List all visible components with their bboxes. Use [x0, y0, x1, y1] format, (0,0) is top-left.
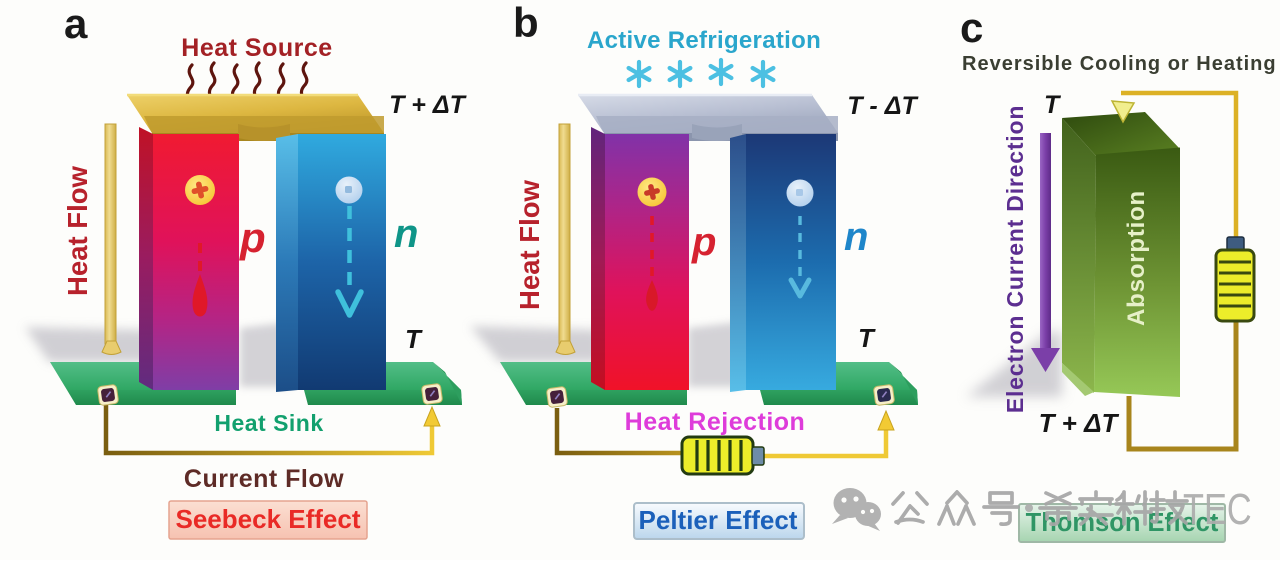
svg-text:b: b — [513, 0, 539, 46]
svg-text:Active Refrigeration: Active Refrigeration — [587, 27, 821, 54]
svg-text:p: p — [239, 214, 266, 261]
svg-text:Heat Sink: Heat Sink — [214, 410, 323, 436]
svg-text:Current Flow: Current Flow — [184, 465, 344, 493]
svg-text:Absorption: Absorption — [1123, 190, 1150, 326]
svg-text:T: T — [405, 324, 423, 354]
svg-text:a: a — [64, 0, 88, 47]
svg-text:T: T — [858, 323, 876, 353]
svg-text:Peltier Effect: Peltier Effect — [639, 505, 798, 535]
svg-text:Heat Rejection: Heat Rejection — [625, 408, 806, 436]
svg-text:TEC: TEC — [1183, 485, 1252, 534]
svg-text:p: p — [691, 220, 716, 264]
svg-text:Heat Source: Heat Source — [181, 34, 332, 62]
svg-text:n: n — [844, 215, 868, 259]
svg-text:n: n — [394, 212, 418, 256]
svg-text:T: T — [1044, 91, 1062, 119]
svg-text:c: c — [960, 4, 983, 51]
svg-text:Heat Flow: Heat Flow — [62, 165, 93, 295]
svg-text:Seebeck Effect: Seebeck Effect — [176, 504, 361, 534]
svg-text:Heat Flow: Heat Flow — [514, 179, 545, 309]
svg-text:T + ΔT: T + ΔT — [1039, 408, 1120, 438]
svg-text:T - ΔT: T - ΔT — [847, 92, 919, 120]
svg-text:Electron Current Direction: Electron Current Direction — [1002, 105, 1028, 413]
svg-text:T + ΔT: T + ΔT — [389, 91, 468, 119]
svg-text:Reversible Cooling or Heating: Reversible Cooling or Heating — [962, 53, 1277, 75]
